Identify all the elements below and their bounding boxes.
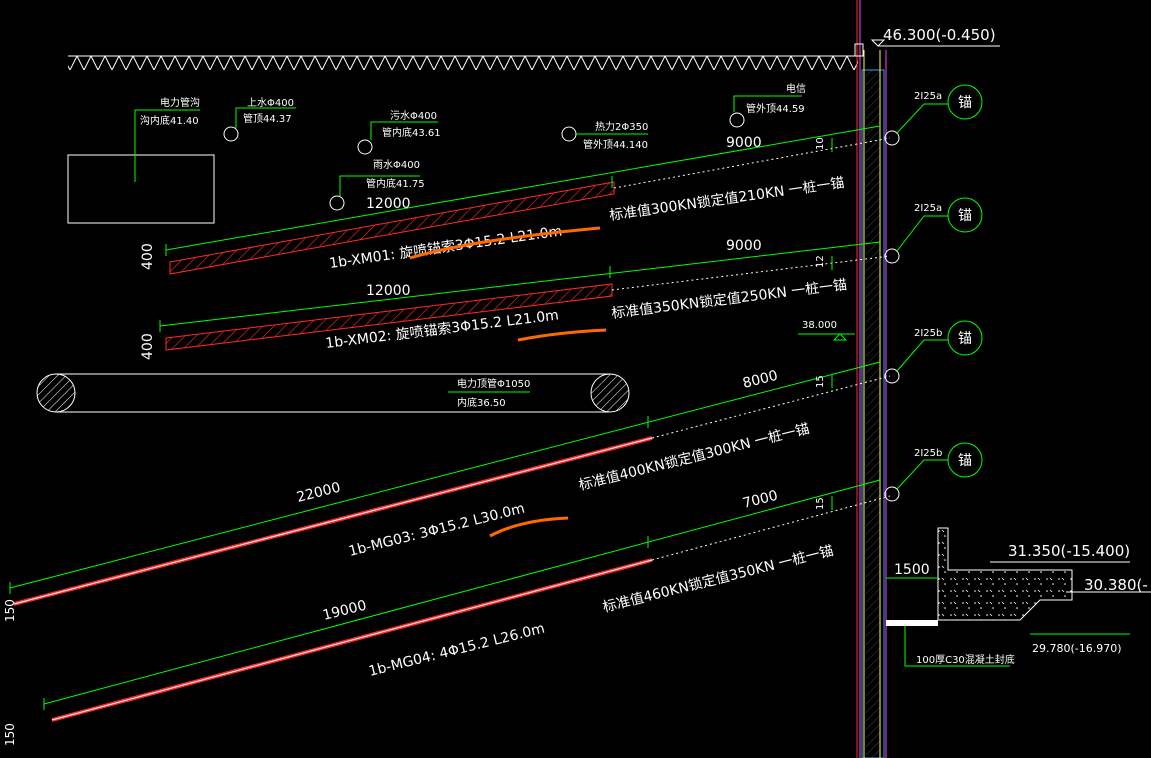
anchor2-diameter: 400 bbox=[140, 333, 156, 360]
anchor4-angle: 15 bbox=[815, 497, 826, 510]
anchor3-tag: 锚 bbox=[958, 331, 972, 347]
elevation-top-marker: 46.300(-0.450) bbox=[870, 26, 1000, 47]
elevation-mid-label: 38.000 bbox=[802, 320, 837, 331]
anchor2-highlight bbox=[517, 328, 607, 342]
anchor1-wale: 2I25a bbox=[914, 91, 942, 102]
anchor2-wale: 2I25a bbox=[914, 203, 942, 214]
anchor-1b-mg03: 22000 8000 150 15 1b-MG03: 3Φ15.2 L30.0m… bbox=[3, 320, 983, 622]
anchor4-tag: 锚 bbox=[958, 453, 972, 469]
anchor2-angle: 12 bbox=[815, 255, 826, 268]
anchor3-wale: 2I25b bbox=[914, 328, 942, 339]
anchor2-bond-length: 12000 bbox=[366, 283, 411, 299]
anchor1-diameter: 400 bbox=[140, 243, 156, 270]
anchor3-angle: 15 bbox=[815, 375, 826, 388]
power-trench-elev: 沟内底41.40 bbox=[140, 114, 199, 127]
anchor4-diameter: 150 bbox=[3, 723, 17, 746]
elevation-top-label: 46.300(-0.450) bbox=[883, 26, 996, 44]
rain-pipe: 雨水Φ400 管内底41.75 bbox=[329, 159, 425, 211]
anchor3-bond-length: 22000 bbox=[295, 480, 342, 506]
power-jacking-label: 电力顶管Φ1050 bbox=[457, 377, 530, 390]
water-supply-pipe: 上水Φ400 管顶44.37 bbox=[223, 97, 296, 142]
elevation-mid-marker: 38.000 bbox=[798, 320, 855, 341]
anchor4-bond-length: 19000 bbox=[321, 598, 368, 624]
rain-elev: 管内底41.75 bbox=[366, 177, 425, 190]
power-jacking-pipe: 电力顶管Φ1050 内底36.50 bbox=[36, 373, 630, 413]
power-trench: 电力管沟 沟内底41.40 bbox=[67, 96, 215, 224]
anchor-1b-xm02: 12000 9000 400 12 1b-XM02: 旋喷锚索3Φ15.2 L2… bbox=[140, 197, 983, 360]
sewage-pipe: 污水Φ400 管内底43.61 bbox=[357, 110, 441, 155]
anchor3-load: 标准值400KN锁定值300KN 一桩一锚 bbox=[577, 420, 811, 494]
power-jacking-elev: 内底36.50 bbox=[457, 396, 506, 409]
slab-width: 1500 bbox=[894, 562, 930, 578]
ground-surface bbox=[68, 55, 858, 70]
elevation-bottom: 29.780(-16.970) bbox=[1032, 642, 1122, 655]
anchor4-wale: 2I25b bbox=[914, 448, 942, 459]
heat-pipe: 热力2Φ350 管外顶44.140 bbox=[561, 120, 648, 151]
telecom-label: 电信 bbox=[786, 82, 806, 95]
heat-label: 热力2Φ350 bbox=[595, 120, 648, 133]
rain-label: 雨水Φ400 bbox=[373, 159, 420, 171]
anchor1-free-length: 9000 bbox=[726, 135, 762, 151]
sewage-elev: 管内底43.61 bbox=[382, 126, 441, 139]
telecom-pipe: 电信 管外顶44.59 bbox=[729, 82, 806, 128]
sewage-label: 污水Φ400 bbox=[390, 110, 437, 122]
anchor2-load: 标准值350KN锁定值250KN 一桩一锚 bbox=[610, 276, 848, 322]
base-foundation: 1500 100厚C30混凝土封底 31.350(-15.400) 30.380… bbox=[886, 527, 1151, 667]
retaining-pile bbox=[854, 0, 887, 758]
telecom-elev: 管外顶44.59 bbox=[746, 102, 805, 115]
anchor1-angle: 10 bbox=[815, 137, 826, 150]
power-trench-label: 电力管沟 bbox=[160, 96, 200, 109]
anchor1-highlight bbox=[409, 226, 601, 260]
anchor4-load: 标准值460KN锁定值350KN 一桩一锚 bbox=[601, 542, 835, 616]
anchor3-highlight bbox=[489, 516, 569, 538]
anchor2-tag: 锚 bbox=[958, 208, 972, 224]
slab-note: 100厚C30混凝土封底 bbox=[916, 653, 1015, 666]
anchor-1b-mg04: 19000 7000 150 15 1b-MG04: 4Φ15.2 L26.0m… bbox=[3, 442, 983, 746]
anchor1-bond-length: 12000 bbox=[366, 196, 411, 212]
elevation-bottom-right2: 30.380(- bbox=[1084, 576, 1148, 594]
anchor1-tag: 锚 bbox=[958, 95, 972, 111]
anchor1-load: 标准值300KN锁定值210KN 一桩一锚 bbox=[608, 174, 845, 224]
water-supply-label: 上水Φ400 bbox=[247, 97, 294, 109]
heat-elev: 管外顶44.140 bbox=[583, 138, 648, 151]
anchor2-free-length: 9000 bbox=[726, 238, 762, 254]
anchor3-diameter: 150 bbox=[3, 599, 17, 622]
water-supply-elev: 管顶44.37 bbox=[243, 112, 292, 125]
elevation-bottom-right: 31.350(-15.400) bbox=[1008, 542, 1130, 560]
anchor3-free-length: 8000 bbox=[741, 368, 779, 392]
